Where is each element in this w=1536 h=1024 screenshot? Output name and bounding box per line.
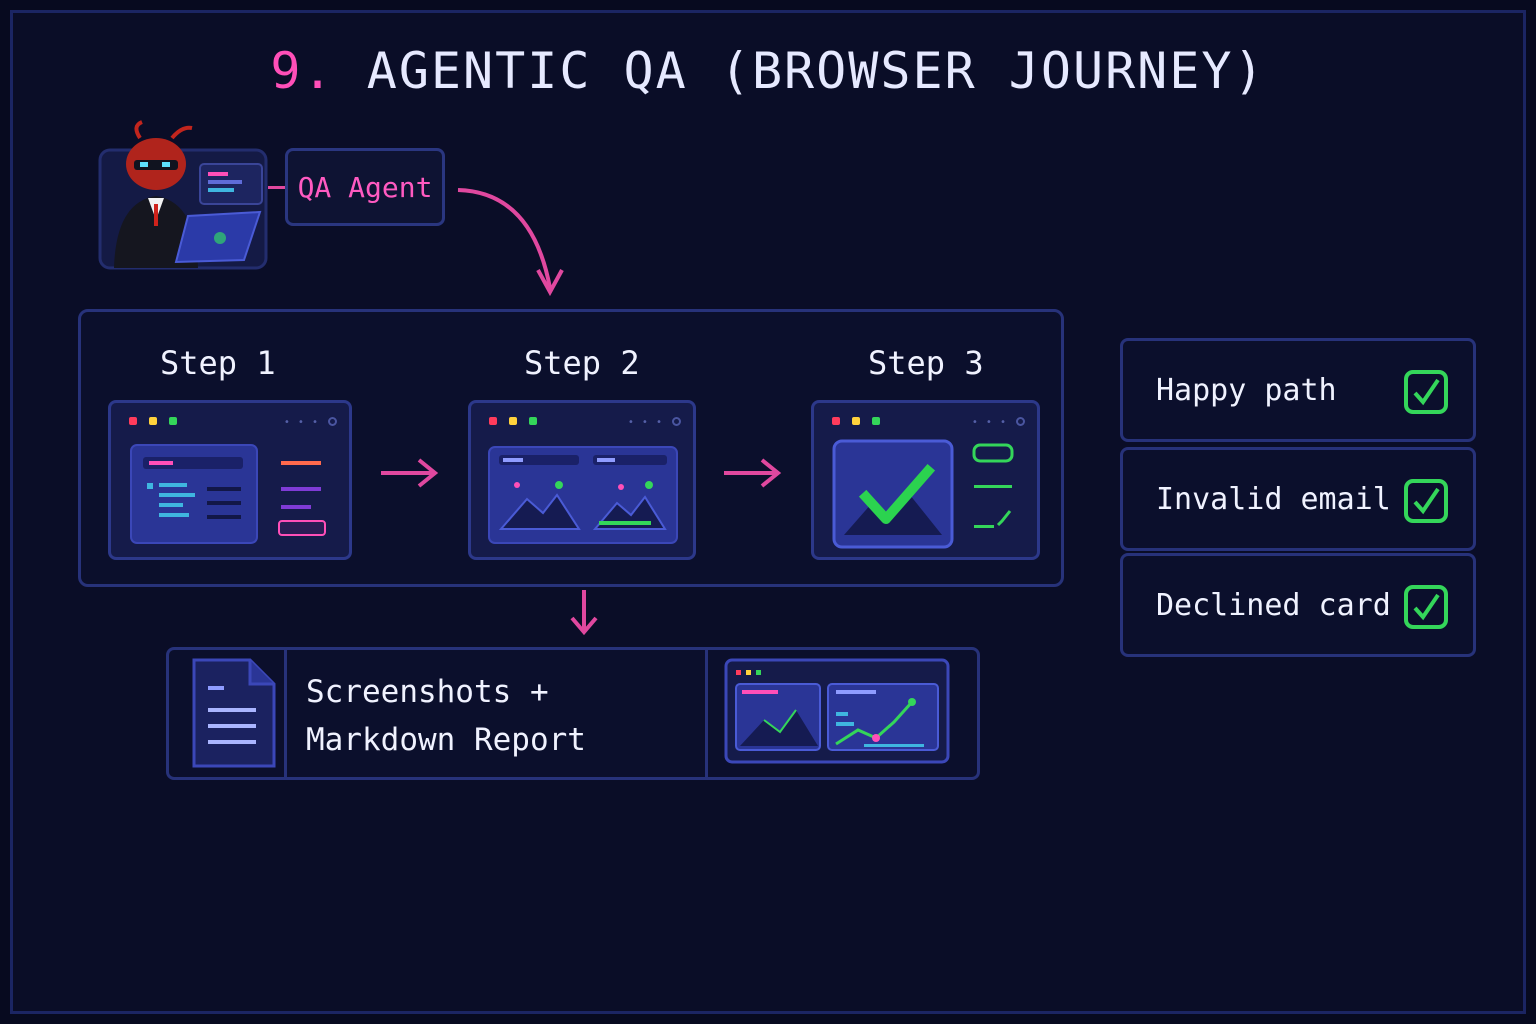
agent-connector-line xyxy=(268,186,286,189)
check-label: Happy path xyxy=(1156,373,1337,408)
step-1-title: Step 1 xyxy=(160,344,276,382)
checkbox-checked-icon xyxy=(1404,479,1448,523)
checkbox-checked-icon xyxy=(1404,585,1448,629)
checkbox-checked-icon xyxy=(1404,370,1448,414)
title-number: 9. xyxy=(270,42,335,100)
output-divider xyxy=(284,650,287,777)
check-label: Invalid email xyxy=(1156,482,1391,517)
agent-to-steps-arrow xyxy=(457,188,564,297)
step-1-browser-window: • • • xyxy=(108,400,352,560)
window-controls: • • • xyxy=(826,417,1025,429)
title-text: AGENTIC QA (BROWSER JOURNEY) xyxy=(366,42,1266,100)
output-divider xyxy=(705,650,708,777)
step-3-title: Step 3 xyxy=(868,344,984,382)
window-controls: • • • xyxy=(123,417,337,429)
form-page-icon xyxy=(130,444,326,544)
qa-agent-label: QA Agent xyxy=(285,148,445,226)
image-gallery-icon xyxy=(488,446,678,544)
page-title: 9. AGENTIC QA (BROWSER JOURNEY) xyxy=(0,42,1536,100)
check-item-happy-path: Happy path xyxy=(1120,338,1476,442)
step-2-browser-window: • • • xyxy=(468,400,696,560)
qa-agent-ant-icon xyxy=(98,120,268,270)
check-item-invalid-email: Invalid email xyxy=(1120,447,1476,551)
window-controls: • • • xyxy=(483,417,681,429)
check-item-declined-card: Declined card xyxy=(1120,553,1476,657)
output-description: Screenshots + Markdown Report xyxy=(306,668,586,764)
document-icon xyxy=(192,658,276,768)
output-line-2: Markdown Report xyxy=(306,722,586,758)
step-2-title: Step 2 xyxy=(524,344,640,382)
step-2-to-3-arrow xyxy=(724,458,782,488)
success-check-icon xyxy=(832,439,1014,549)
step-3-browser-window: • • • xyxy=(811,400,1040,560)
step-1-to-2-arrow xyxy=(381,458,439,488)
output-line-1: Screenshots + xyxy=(306,674,549,710)
steps-to-output-arrow xyxy=(570,590,598,636)
check-label: Declined card xyxy=(1156,588,1391,623)
report-preview-icon xyxy=(724,658,950,764)
